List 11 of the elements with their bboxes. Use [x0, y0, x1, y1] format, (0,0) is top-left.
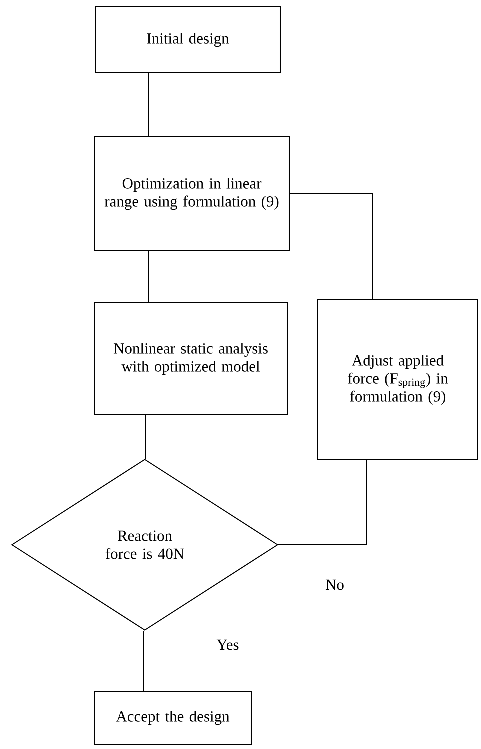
- process-box: Initial design: [95, 6, 281, 74]
- edge-label: Yes: [216, 638, 240, 652]
- edge-label: No: [324, 578, 346, 592]
- process-box: Optimization in linear range using formulation (9): [94, 136, 290, 252]
- connector-line: [290, 194, 374, 300]
- connector-line: [148, 73, 150, 137]
- connector-line: [278, 460, 368, 546]
- process-box: Accept the design: [94, 691, 252, 745]
- process-box: Adjust applied force (F$_{spring}$) in formulation (9): [318, 300, 478, 460]
- process-box: Nonlinear static analysis with optimized model: [94, 302, 288, 416]
- connector-line: [148, 251, 150, 303]
